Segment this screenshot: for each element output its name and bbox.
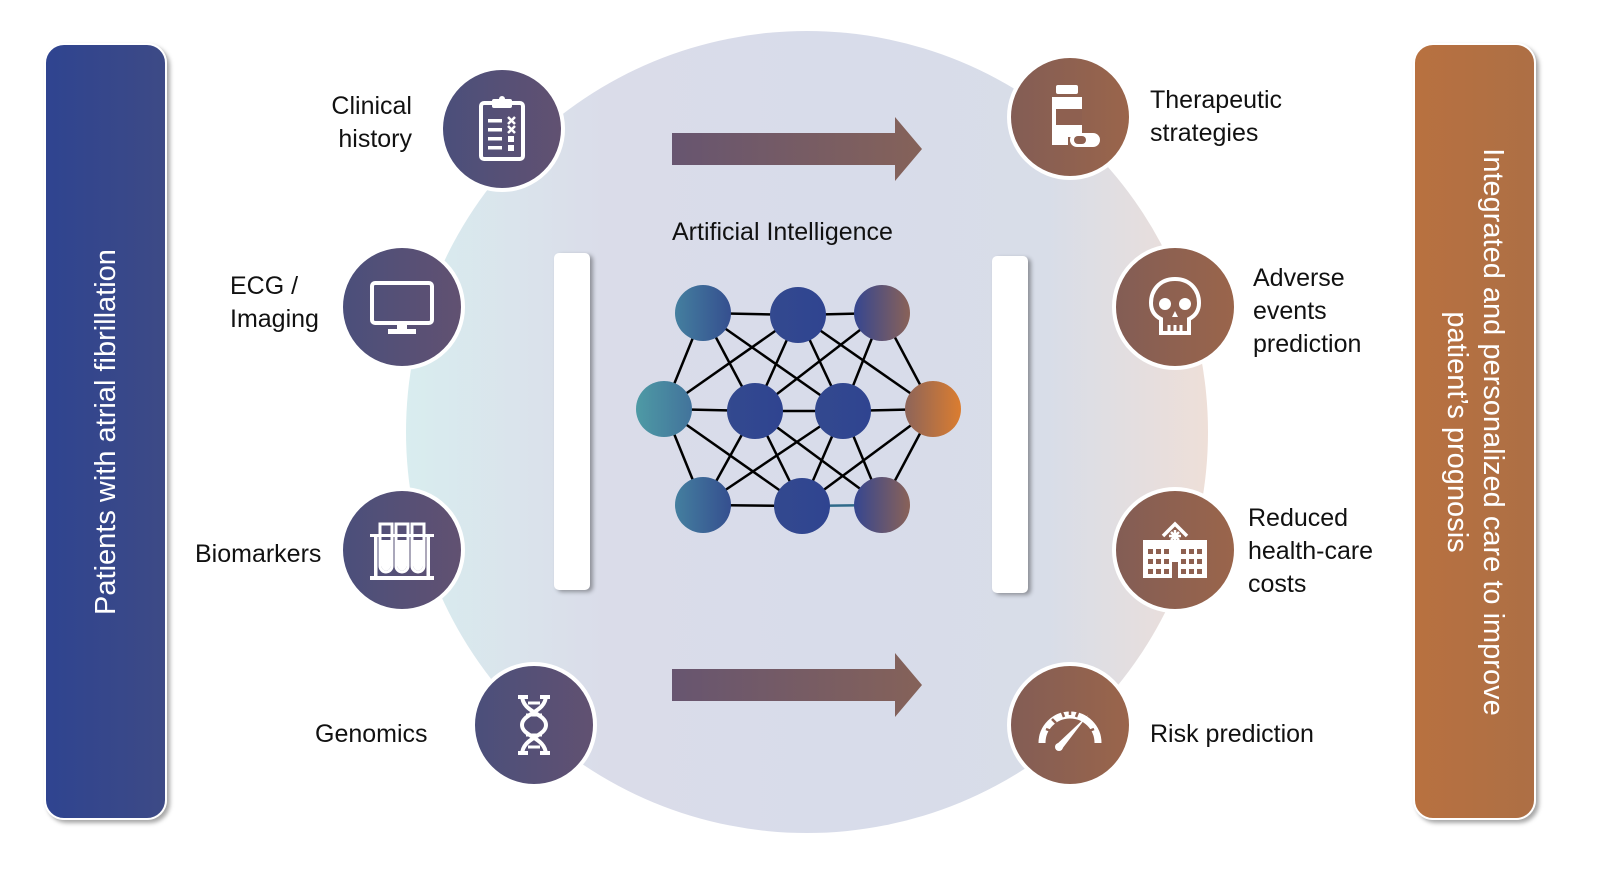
therapeutic-strategies-line2: strategies xyxy=(1150,119,1259,147)
risk-prediction-node xyxy=(1007,662,1133,788)
network-edge xyxy=(702,311,844,413)
biomarkers-line1: Biomarkers xyxy=(195,540,322,568)
risk-prediction-label: Risk prediction xyxy=(1150,718,1314,751)
bottom-arrow xyxy=(672,653,922,717)
speedometer-icon xyxy=(1038,710,1102,751)
ecg-imaging-line2: Imaging xyxy=(230,305,319,333)
network-node xyxy=(675,285,731,341)
network-node xyxy=(675,477,731,533)
network-node xyxy=(854,285,910,341)
clinical-history-line1: Clinical xyxy=(331,92,412,120)
clinical-history-line2: history xyxy=(338,125,412,153)
genomics-node xyxy=(471,662,597,788)
biomarkers-label: Biomarkers xyxy=(195,538,321,571)
output-bracket-bar xyxy=(992,256,1028,593)
therapeutic-strategies-label: Therapeutic strategies xyxy=(1150,84,1282,150)
ai-title: Artificial Intelligence xyxy=(672,218,893,246)
network-node xyxy=(905,381,961,437)
network-node xyxy=(770,287,826,343)
adverse-events-line1: Adverse xyxy=(1253,264,1345,292)
ecg-imaging-node xyxy=(339,244,465,370)
ecg-imaging-label: ECG / Imaging xyxy=(230,270,319,336)
therapeutic-strategies-node xyxy=(1007,54,1133,180)
network-node xyxy=(815,383,871,439)
network-edge xyxy=(663,407,803,508)
ecg-imaging-line1: ECG / xyxy=(230,272,299,300)
risk-prediction-line1: Risk prediction xyxy=(1150,720,1314,748)
network-node xyxy=(854,477,910,533)
clinical-history-node xyxy=(439,66,565,192)
network-node xyxy=(636,381,692,437)
top-arrow xyxy=(672,117,922,181)
input-bracket-bar xyxy=(554,253,590,590)
network-nodes xyxy=(636,285,961,534)
genomics-line1: Genomics xyxy=(315,720,428,748)
adverse-events-line3: prediction xyxy=(1253,330,1362,358)
outcome-panel: Integrated and personalized care to impr… xyxy=(1413,43,1536,820)
healthcare-costs-label: Reduced health-care costs xyxy=(1248,502,1373,601)
genomics-label: Genomics xyxy=(315,718,428,751)
biomarkers-node xyxy=(339,487,465,613)
clinical-history-label: Clinical history xyxy=(300,90,412,156)
network-node xyxy=(774,478,830,534)
monitor-icon xyxy=(370,281,434,334)
adverse-events-label: Adverse events prediction xyxy=(1253,262,1361,361)
healthcare-costs-line3: costs xyxy=(1248,570,1307,598)
adverse-events-node xyxy=(1112,244,1238,370)
network-node xyxy=(727,383,783,439)
therapeutic-strategies-line1: Therapeutic xyxy=(1150,86,1283,114)
healthcare-costs-node xyxy=(1112,487,1238,613)
healthcare-costs-line1: Reduced xyxy=(1248,504,1349,532)
adverse-events-line2: events xyxy=(1253,297,1327,325)
network-edge xyxy=(702,409,844,507)
test-tubes-icon xyxy=(370,522,434,580)
skull-icon xyxy=(1148,276,1202,335)
healthcare-costs-line2: health-care xyxy=(1248,537,1374,565)
medicine-bottle-icon xyxy=(1052,85,1100,147)
patients-panel: Patients with atrial fibrillation xyxy=(44,43,167,820)
dna-icon xyxy=(518,694,550,756)
hospital-icon xyxy=(1143,521,1207,578)
clipboard-icon xyxy=(479,96,525,161)
